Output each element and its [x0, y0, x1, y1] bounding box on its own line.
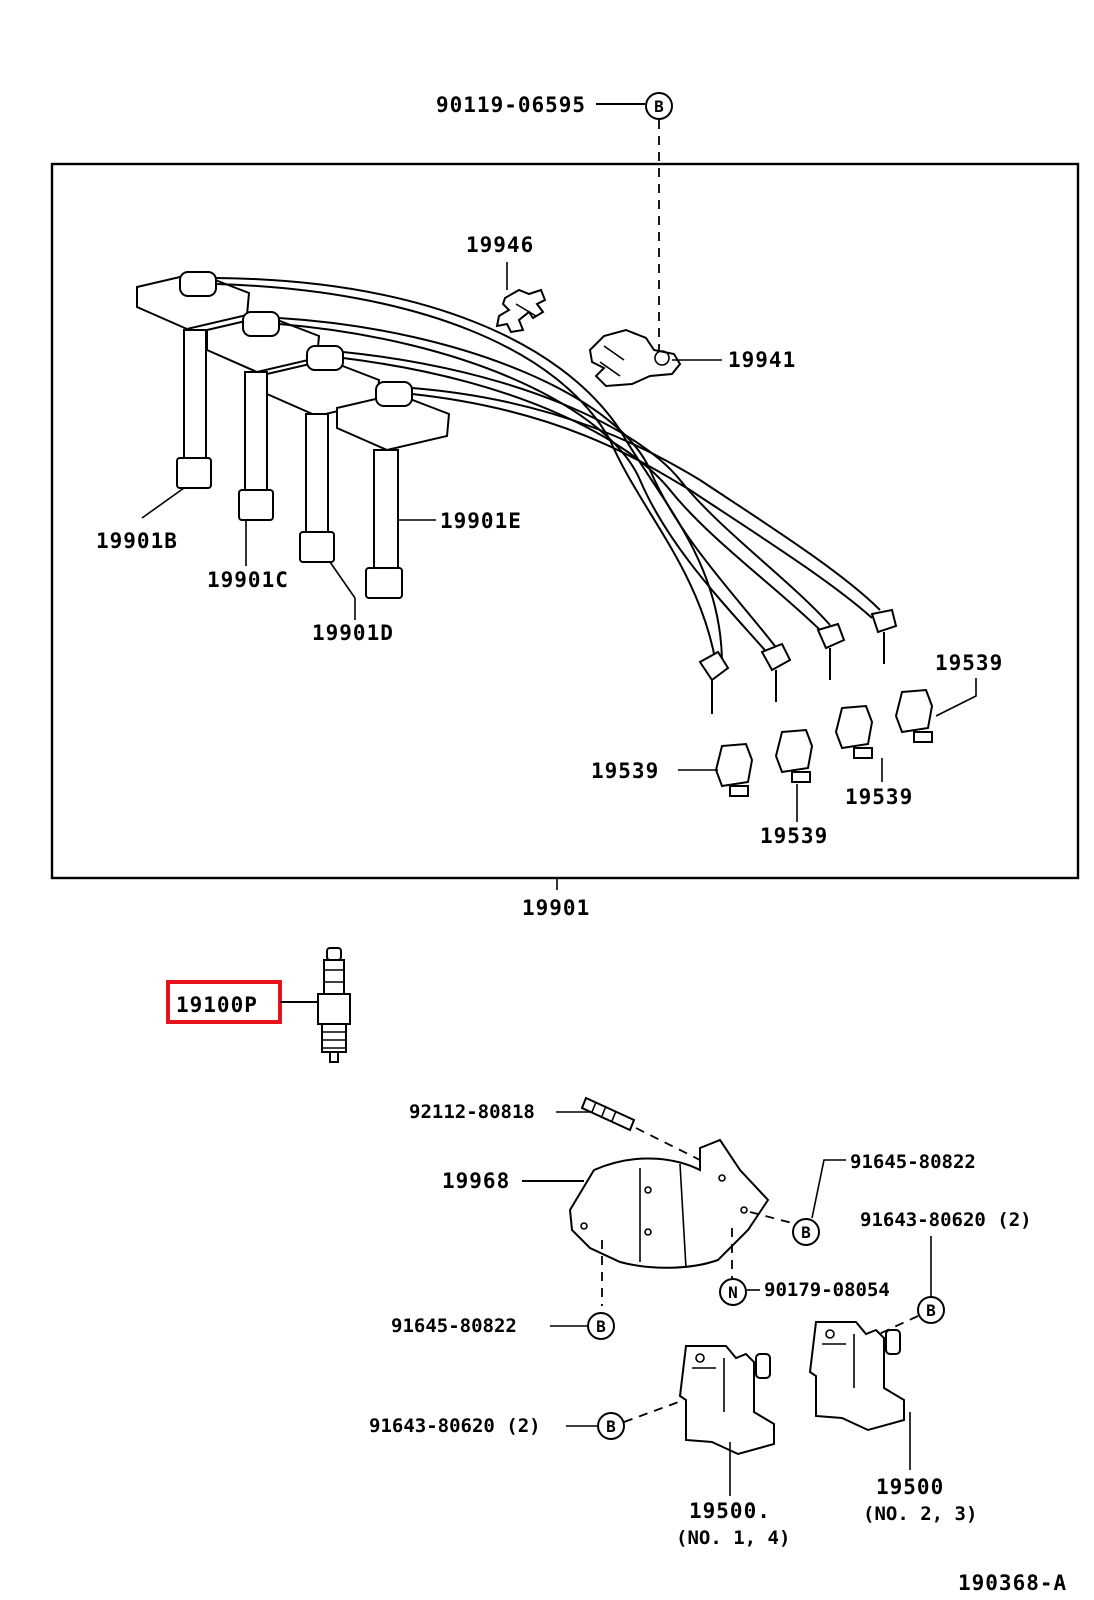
cap-19539-2	[774, 728, 814, 783]
label-coil-23-note: (NO. 2, 3)	[863, 1503, 977, 1525]
label-coil-14-note: (NO. 1, 4)	[676, 1527, 790, 1549]
label-clamp-19941[interactable]: 19941	[728, 348, 796, 372]
svg-text:B: B	[596, 1317, 606, 1336]
label-cord-19901b[interactable]: 19901B	[96, 529, 178, 553]
label-spark-plug[interactable]: 19100P	[176, 993, 258, 1017]
clamp-19946-icon	[495, 288, 547, 334]
label-cap-19539-d[interactable]: 19539	[760, 824, 828, 848]
clamp-19941-icon	[588, 328, 682, 388]
wire-terminal-3	[816, 622, 846, 680]
svg-text:B: B	[801, 1223, 811, 1242]
label-cord-19901d[interactable]: 19901D	[312, 621, 394, 645]
label-cord-19901c[interactable]: 19901C	[207, 568, 289, 592]
label-cord-19901e[interactable]: 19901E	[440, 509, 522, 533]
marker-b-top: B	[645, 92, 673, 120]
marker-b-coil-left: B	[597, 1412, 625, 1440]
ignition-coil-14-icon	[678, 1345, 775, 1456]
label-bolt-left[interactable]: 91645-80822	[391, 1315, 517, 1337]
stud-icon	[580, 1096, 636, 1132]
label-bolt-right[interactable]: 91645-80822	[850, 1151, 976, 1173]
label-bracket[interactable]: 19968	[442, 1169, 510, 1193]
marker-b-coil-right: B	[917, 1296, 945, 1324]
svg-text:B: B	[654, 97, 664, 116]
svg-text:B: B	[606, 1417, 616, 1436]
bracket-19968-icon	[568, 1138, 770, 1269]
cord-set-frame	[50, 162, 1080, 880]
marker-n-nut: N	[719, 1278, 747, 1306]
wire-terminal-1	[698, 650, 730, 714]
ignition-coil-23-icon	[808, 1321, 905, 1432]
label-bolt-top[interactable]: 90119-06595	[436, 93, 586, 117]
cap-19539-1	[714, 742, 754, 797]
label-cap-19539-a[interactable]: 19539	[935, 651, 1003, 675]
label-nut[interactable]: 90179-08054	[764, 1279, 890, 1301]
label-clamp-19946[interactable]: 19946	[466, 233, 534, 257]
label-bolt-coil-left[interactable]: 91643-80620 (2)	[369, 1415, 541, 1437]
cap-19539-3	[834, 704, 874, 759]
diagram-id: 190368-A	[958, 1571, 1067, 1595]
spark-plug-icon	[317, 947, 351, 1063]
wire-terminal-4	[870, 608, 898, 664]
svg-text:B: B	[926, 1301, 936, 1320]
label-coil-23[interactable]: 19500	[876, 1475, 944, 1499]
ignition-wires	[215, 277, 881, 665]
cap-19539-4	[894, 688, 934, 743]
marker-b-left: B	[587, 1312, 615, 1340]
wire-terminal-2	[760, 642, 792, 702]
coil-boot-2	[206, 311, 321, 521]
coil-boot-3	[266, 345, 381, 563]
label-bolt-coil-right[interactable]: 91643-80620 (2)	[860, 1209, 1032, 1231]
label-coil-14[interactable]: 19500.	[689, 1499, 771, 1523]
label-cap-19539-b[interactable]: 19539	[591, 759, 659, 783]
marker-b-right: B	[792, 1218, 820, 1246]
label-cap-19539-c[interactable]: 19539	[845, 785, 913, 809]
svg-text:N: N	[728, 1283, 738, 1302]
coil-boot-1	[136, 271, 251, 489]
label-stud[interactable]: 92112-80818	[409, 1101, 535, 1123]
coil-boot-4	[336, 381, 451, 599]
label-cord-set-19901[interactable]: 19901	[522, 896, 590, 920]
